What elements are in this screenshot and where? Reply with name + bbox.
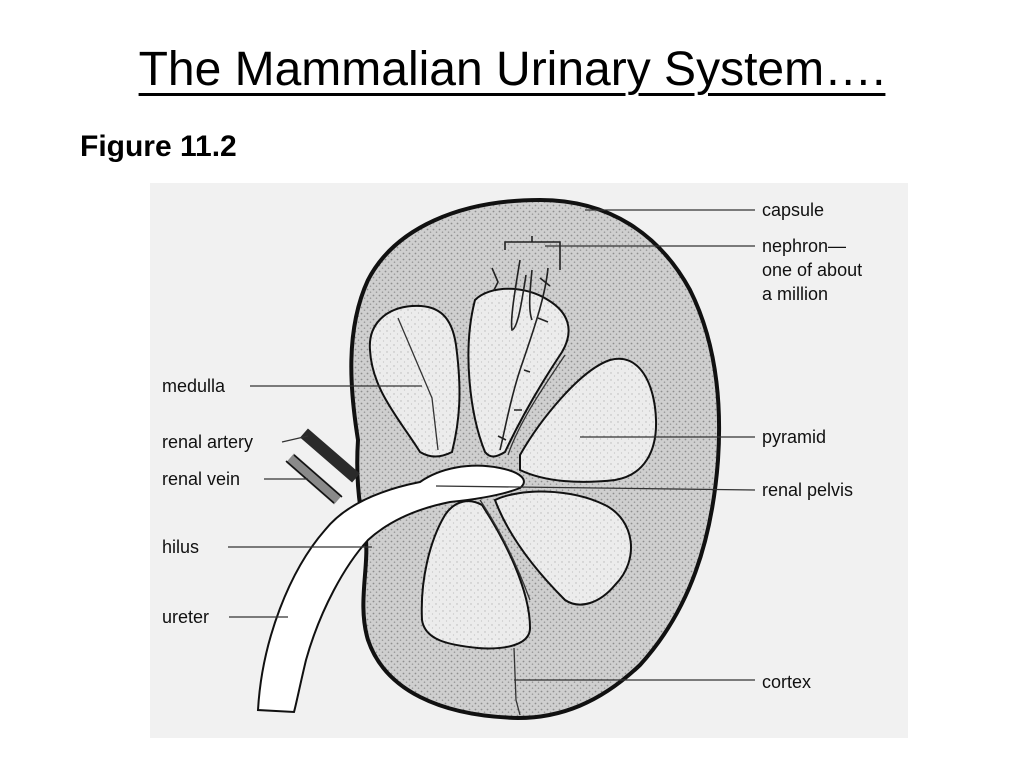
figure-label: Figure 11.2 bbox=[80, 130, 237, 163]
renal-column-divider bbox=[397, 317, 439, 451]
label-capsule: capsule bbox=[762, 200, 824, 220]
slide-title-text: The Mammalian Urinary System…. bbox=[138, 43, 886, 96]
renal-column-divider-3 bbox=[479, 499, 531, 601]
cortex-indicator bbox=[513, 647, 521, 716]
pyramid-lower-right bbox=[493, 490, 632, 606]
label-ureter: ureter bbox=[162, 607, 209, 627]
pyramid-right bbox=[519, 357, 658, 483]
label-renal-pelvis: renal pelvis bbox=[762, 480, 853, 500]
label-nephron-line3: a million bbox=[762, 284, 828, 304]
pyramid-upper-left bbox=[368, 304, 461, 458]
label-cortex: cortex bbox=[762, 672, 811, 692]
label-medulla: medulla bbox=[162, 376, 226, 396]
label-pyramid: pyramid bbox=[762, 427, 826, 447]
label-hilus: hilus bbox=[162, 537, 199, 557]
label-nephron-line2: one of about bbox=[762, 260, 862, 280]
kidney-diagram: capsule nephron— one of about a million … bbox=[150, 183, 908, 738]
renal-vein bbox=[286, 453, 342, 505]
pyramid-lower-middle bbox=[420, 500, 532, 650]
label-renal-vein: renal vein bbox=[162, 469, 240, 489]
nephron-drawing bbox=[491, 236, 561, 451]
label-renal-artery: renal artery bbox=[162, 432, 253, 452]
renal-artery-outline bbox=[285, 454, 343, 504]
slide-title: The Mammalian Urinary System…. bbox=[0, 42, 1024, 97]
renal-column-divider-2 bbox=[507, 354, 566, 456]
label-nephron: nephron— bbox=[762, 236, 846, 256]
renal-pelvis bbox=[256, 464, 525, 714]
leader-renal-pelvis bbox=[435, 485, 756, 491]
renal-artery bbox=[300, 428, 360, 483]
leader-renal-artery bbox=[281, 435, 309, 443]
